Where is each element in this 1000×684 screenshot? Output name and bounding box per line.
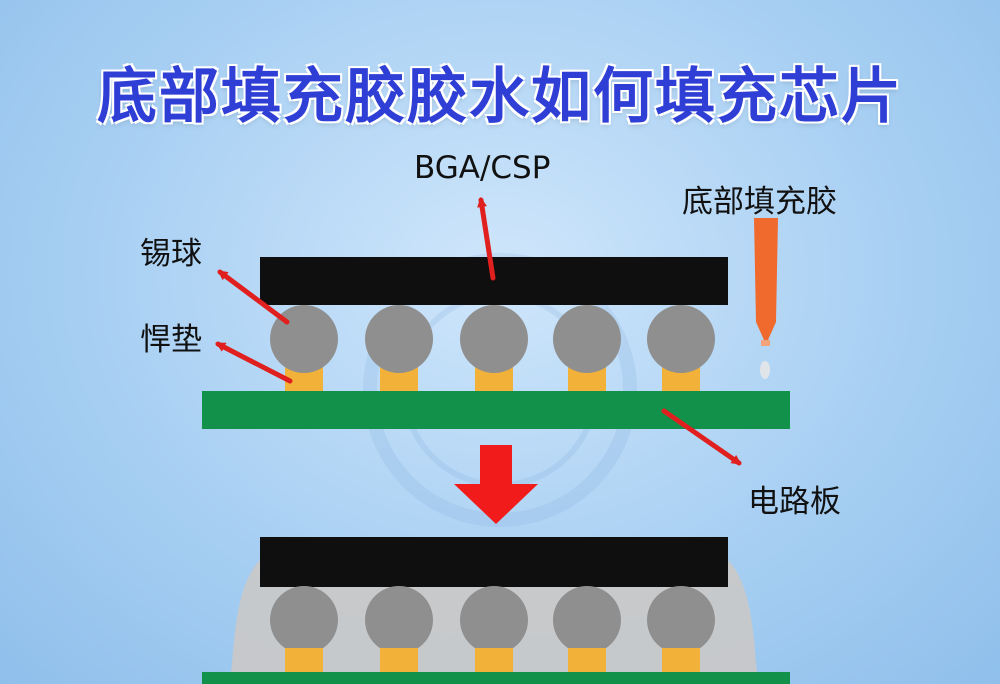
solder-ball-pointer-arrow: [217, 269, 290, 325]
underfill-label: 底部填充胶: [682, 184, 837, 220]
solder-pad: [568, 648, 606, 672]
solder-balls-before: [270, 305, 715, 373]
solder-ball: [647, 305, 715, 373]
solder-ball-label: 锡球: [140, 236, 202, 272]
solder-pads-after: [285, 648, 700, 672]
solder-balls-after: [270, 586, 715, 654]
pointer-arrows: [215, 197, 742, 466]
bga-csp-label: BGA/CSP: [414, 150, 551, 186]
circuit-board-label: 电路板: [748, 484, 841, 520]
solder-ball: [270, 586, 338, 654]
solder-ball: [365, 586, 433, 654]
solder-pad-label: 悍垫: [140, 322, 202, 358]
underfill-dispenser: [754, 218, 778, 379]
solder-ball: [553, 305, 621, 373]
circuit-board-pointer-arrow: [661, 408, 742, 466]
circuit-board-before: [202, 391, 790, 429]
page-title: 底部填充胶胶水如何填充芯片: [97, 62, 903, 132]
circuit-board-after: [202, 672, 790, 684]
solder-pad: [475, 648, 513, 672]
solder-ball: [460, 305, 528, 373]
bga-chip-after: [260, 537, 728, 587]
solder-ball: [553, 586, 621, 654]
underfill-drop: [760, 361, 770, 379]
solder-pad-pointer-arrow: [215, 341, 293, 384]
bga-chip-before: [260, 257, 728, 305]
solder-pad: [380, 648, 418, 672]
solder-pad: [662, 648, 700, 672]
after-assembly: [202, 537, 790, 684]
solder-ball: [460, 586, 528, 654]
before-assembly: [202, 218, 790, 429]
solder-ball: [647, 586, 715, 654]
solder-pad: [285, 648, 323, 672]
process-down-arrow: [454, 445, 538, 524]
bga-pointer-arrow: [477, 197, 496, 281]
solder-ball: [365, 305, 433, 373]
